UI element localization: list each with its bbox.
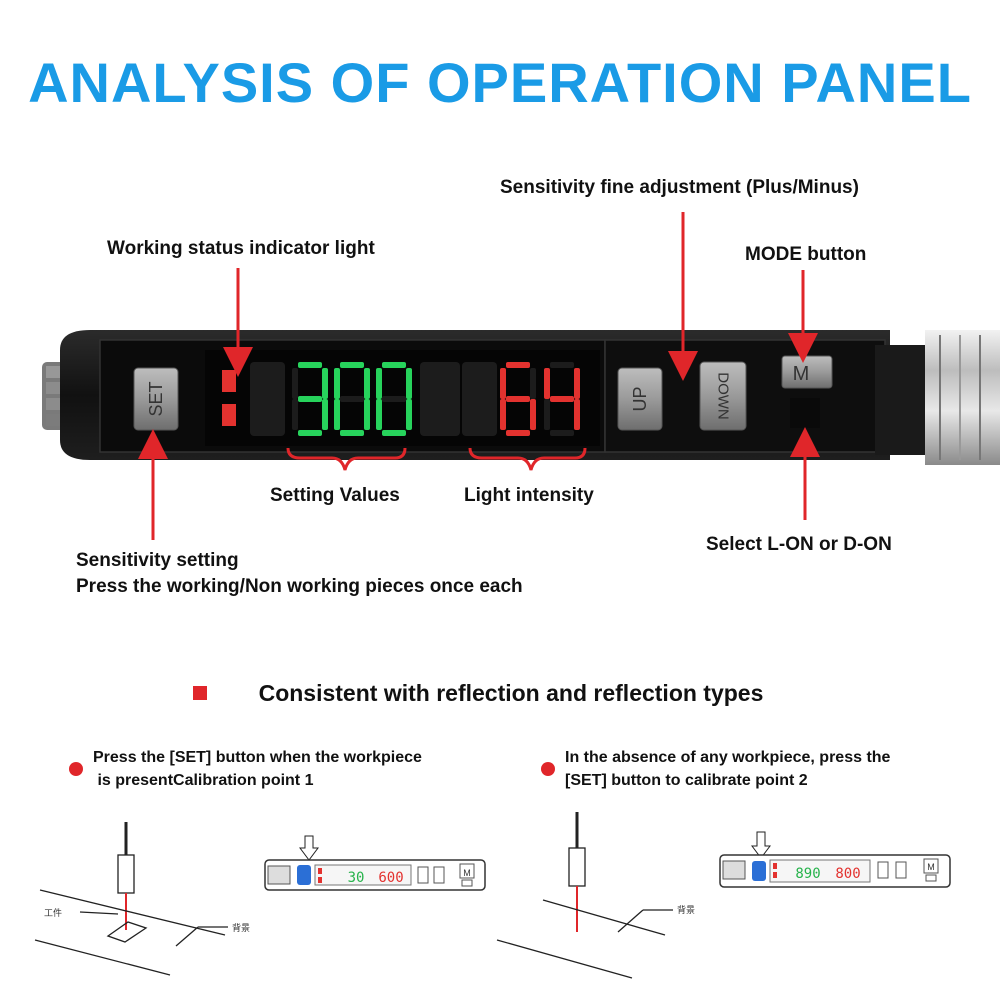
segment-b bbox=[322, 368, 328, 399]
segment-a bbox=[298, 362, 322, 368]
diagram-workpiece-present bbox=[34, 822, 228, 976]
right-fiber-fitting bbox=[875, 330, 1000, 465]
light-intensity-display bbox=[500, 362, 580, 436]
step2-line2: [SET] button to calibrate point 2 bbox=[565, 772, 808, 789]
svg-text:UP: UP bbox=[630, 386, 650, 411]
segment-b bbox=[364, 368, 370, 399]
segment-d bbox=[506, 430, 530, 436]
segment-f bbox=[500, 368, 506, 399]
setting-values-label: Setting Values bbox=[270, 485, 400, 506]
step2-text: In the absence of any workpiece, press t… bbox=[565, 746, 985, 792]
mode-button[interactable]: M bbox=[781, 355, 833, 428]
segment-e bbox=[376, 399, 382, 430]
step2-bullet bbox=[541, 762, 555, 776]
select-mode-label: Select L-ON or D-ON bbox=[706, 534, 892, 555]
segment-e bbox=[500, 399, 506, 430]
segment-a bbox=[340, 362, 364, 368]
mini1-mode: M bbox=[463, 868, 471, 878]
mini2-mode: M bbox=[927, 862, 935, 872]
set-button[interactable]: SET bbox=[133, 367, 179, 431]
svg-text:SET: SET bbox=[146, 381, 166, 416]
svg-text:M: M bbox=[793, 363, 810, 385]
segment-e bbox=[334, 399, 340, 430]
workpiece-label: 工件 bbox=[44, 907, 62, 918]
mini1-setting: 30 bbox=[348, 870, 365, 886]
segment-d bbox=[550, 430, 574, 436]
svg-text:DOWN: DOWN bbox=[715, 372, 732, 420]
mini2-intensity: 800 bbox=[835, 866, 860, 882]
mini1-intensity: 600 bbox=[378, 870, 403, 886]
page-title: ANALYSIS OF OPERATION PANEL bbox=[28, 51, 972, 114]
segment-d bbox=[298, 430, 322, 436]
step1-line2: is presentCalibration point 1 bbox=[93, 772, 314, 789]
step1-text: Press the [SET] button when the workpiec… bbox=[93, 746, 513, 792]
segment-a bbox=[550, 362, 574, 368]
segment-g bbox=[506, 396, 530, 402]
segment-f bbox=[334, 368, 340, 399]
segment-b bbox=[530, 368, 536, 399]
segment-c bbox=[322, 399, 328, 430]
segment-g bbox=[550, 396, 574, 402]
step2-line1: In the absence of any workpiece, press t… bbox=[565, 749, 891, 766]
mini-device-1 bbox=[264, 835, 486, 891]
background-label-2: 背景 bbox=[677, 904, 695, 915]
mode-button-label: MODE button bbox=[745, 244, 867, 265]
segment-g bbox=[298, 396, 322, 402]
segment-c bbox=[406, 399, 412, 430]
status-led-bottom bbox=[222, 404, 236, 426]
setting-value-display bbox=[292, 362, 412, 436]
segment-e bbox=[544, 399, 550, 430]
segment-f bbox=[292, 368, 298, 399]
sensitivity-setting-desc: Press the working/Non working pieces onc… bbox=[76, 576, 523, 597]
segment-e bbox=[292, 399, 298, 430]
callout-arrows bbox=[138, 212, 820, 540]
segment-f bbox=[544, 368, 550, 399]
segment-f bbox=[376, 368, 382, 399]
mini-device-2 bbox=[719, 831, 951, 888]
segment-c bbox=[530, 399, 536, 430]
segment-a bbox=[382, 362, 406, 368]
segment-d bbox=[382, 430, 406, 436]
dim-segments bbox=[250, 362, 497, 436]
step1-bullet bbox=[69, 762, 83, 776]
step1-line1: Press the [SET] button when the workpiec… bbox=[93, 749, 422, 766]
segment-b bbox=[574, 368, 580, 399]
up-button[interactable]: UP bbox=[617, 367, 663, 431]
sensitivity-setting-label: Sensitivity setting bbox=[76, 550, 239, 571]
diagram-workpiece-absent bbox=[496, 812, 673, 979]
setting-values-brace bbox=[286, 447, 407, 471]
light-intensity-brace bbox=[468, 447, 587, 471]
segment-d bbox=[340, 430, 364, 436]
segment-g bbox=[340, 396, 364, 402]
status-light-label: Working status indicator light bbox=[107, 238, 375, 259]
segment-b bbox=[406, 368, 412, 399]
segment-c bbox=[574, 399, 580, 430]
segment-g bbox=[382, 396, 406, 402]
down-button[interactable]: DOWN bbox=[699, 361, 747, 431]
section-bullet bbox=[193, 686, 207, 700]
mini2-setting: 890 bbox=[795, 866, 820, 882]
section-title: Consistent with reflection and reflectio… bbox=[258, 680, 764, 706]
fine-adjust-label: Sensitivity fine adjustment (Plus/Minus) bbox=[500, 177, 859, 198]
segment-a bbox=[506, 362, 530, 368]
background-label-1: 背景 bbox=[232, 922, 250, 933]
status-led-top bbox=[222, 370, 236, 392]
light-intensity-label: Light intensity bbox=[464, 485, 594, 506]
segment-c bbox=[364, 399, 370, 430]
